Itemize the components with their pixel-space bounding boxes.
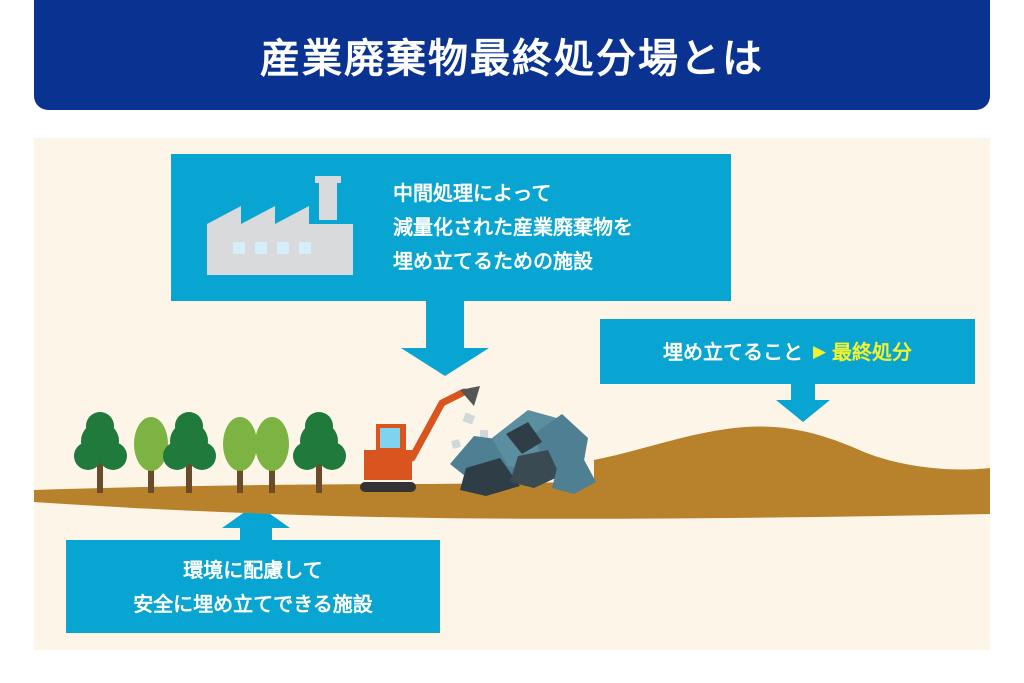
callout-line: 中間処理によって xyxy=(393,181,552,205)
tree-icon xyxy=(293,412,346,493)
tree-icon xyxy=(134,417,168,493)
page-title: 産業廃棄物最終処分場とは xyxy=(260,36,764,82)
callout-purpose: 中間処理によって 減量化された産業廃棄物を 埋め立てるための施設 xyxy=(171,154,731,301)
callout-definition-text: 埋め立てること xyxy=(662,339,803,364)
debris xyxy=(451,439,461,449)
factory-icon xyxy=(207,176,353,275)
callout-line: 安全に埋め立てできる施設 xyxy=(133,591,373,616)
callout-line: 埋め立てるための施設 xyxy=(393,249,593,273)
callout-environment-text: 環境に配慮して 安全に埋め立てできる施設 xyxy=(133,553,373,621)
debris xyxy=(480,430,488,438)
scene-illustration xyxy=(34,298,990,542)
up-arrow-bottom xyxy=(222,504,290,542)
down-arrow-right xyxy=(776,382,830,422)
callout-line: 環境に配慮して xyxy=(183,557,323,582)
down-arrow-top xyxy=(401,298,489,376)
triangle-arrow-icon: ▶ xyxy=(812,341,827,362)
callout-highlight: 最終処分 xyxy=(832,339,913,364)
tree-icon xyxy=(163,412,216,493)
debris xyxy=(462,412,476,425)
title-banner: 産業廃棄物最終処分場とは xyxy=(34,0,990,110)
tree-icon xyxy=(74,412,127,493)
callout-environment: 環境に配慮して 安全に埋め立てできる施設 xyxy=(66,540,440,633)
excavator-icon xyxy=(360,386,480,492)
landfill-scene: 中間処理によって 減量化された産業廃棄物を 埋め立てるための施設 埋め立てること… xyxy=(34,138,990,650)
tree-icon xyxy=(255,417,289,493)
callout-definition: 埋め立てること ▶ 最終処分 xyxy=(600,319,975,384)
tree-icon xyxy=(223,417,257,493)
callout-purpose-text: 中間処理によって 減量化された産業廃棄物を 埋め立てるための施設 xyxy=(393,176,633,278)
waste-pile-icon xyxy=(450,410,596,496)
callout-line: 減量化された産業廃棄物を xyxy=(393,215,633,239)
